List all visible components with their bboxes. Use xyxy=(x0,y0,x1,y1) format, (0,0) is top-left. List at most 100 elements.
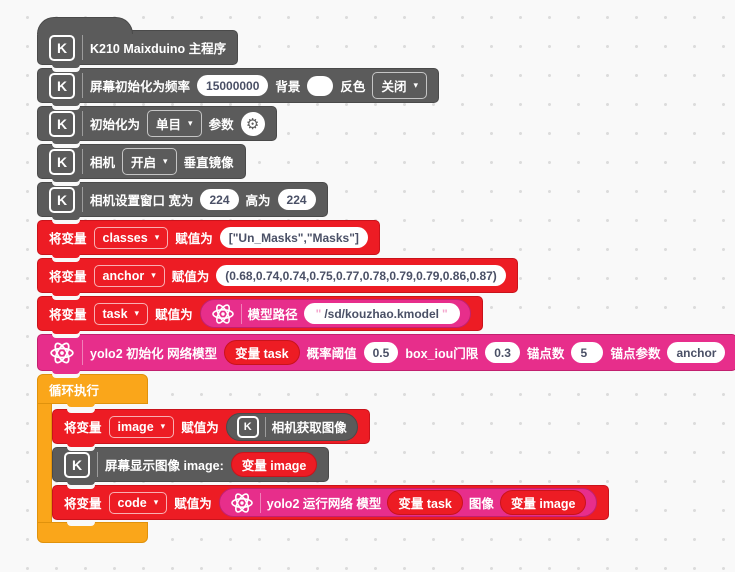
frequency-field[interactable]: 15000000 xyxy=(197,75,269,96)
block-label: 将变量 xyxy=(64,497,102,511)
divider xyxy=(82,187,83,212)
camera-capture-reporter[interactable]: 相机获取图像 xyxy=(225,412,358,441)
block-label: box_iou门限 xyxy=(405,347,479,361)
block-display-image[interactable]: 屏幕显示图像 image: 变量 image xyxy=(52,447,330,485)
k210-logo-icon xyxy=(49,148,75,175)
variable-dropdown[interactable]: anchor xyxy=(93,264,165,287)
block-label: 参数 xyxy=(208,118,234,132)
variable-image-pill[interactable]: 变量 image xyxy=(499,490,587,515)
block-screen-init[interactable]: 屏幕初始化为频率 15000000 背景 反色 关闭 xyxy=(37,68,439,106)
block-camera-window[interactable]: 相机设置窗口 宽为 224 高为 224 xyxy=(37,182,328,220)
probability-field[interactable]: 0.5 xyxy=(363,342,399,363)
chevron-down-icon xyxy=(413,81,418,90)
loop-header[interactable]: 循环执行 xyxy=(37,374,148,407)
variable-dropdown[interactable]: code xyxy=(108,491,168,514)
divider xyxy=(240,303,242,324)
block-label: 锚点数 xyxy=(526,347,565,361)
block-label: yolo2 初始化 网络模型 xyxy=(90,347,218,361)
divider xyxy=(259,492,261,513)
dropdown-value: classes xyxy=(102,230,148,245)
k210-logo-icon xyxy=(49,186,75,213)
chevron-down-icon xyxy=(155,233,160,242)
block-label: K210 Maixduino 主程序 xyxy=(90,42,227,56)
block-init-mode[interactable]: 初始化为 单目 参数 xyxy=(37,106,277,144)
chevron-down-icon xyxy=(188,119,193,128)
variable-dropdown[interactable]: task xyxy=(93,302,149,325)
k210-logo-icon xyxy=(49,110,75,137)
divider xyxy=(82,111,83,136)
block-label: 屏幕显示图像 image: xyxy=(105,459,224,473)
block-label: 将变量 xyxy=(49,232,87,246)
block-label: 反色 xyxy=(340,80,366,94)
divider xyxy=(82,149,83,174)
camera-state-dropdown[interactable]: 开启 xyxy=(122,148,177,175)
variable-dropdown[interactable]: image xyxy=(108,415,175,438)
block-label: 模型路径 xyxy=(247,308,298,322)
block-camera-toggle[interactable]: 相机 开启 垂直镜像 xyxy=(37,144,246,182)
classes-value-field[interactable]: ["Un_Masks","Masks"] xyxy=(219,227,368,248)
loop-spine xyxy=(37,404,52,522)
anchor-count-field[interactable]: 5 xyxy=(571,342,604,363)
k210-logo-icon xyxy=(49,34,75,61)
color-swatch[interactable] xyxy=(307,75,334,96)
block-label: 赋值为 xyxy=(155,308,193,322)
divider xyxy=(97,452,98,477)
ai-atom-icon xyxy=(50,339,74,366)
block-main-program[interactable]: K210 Maixduino 主程序 xyxy=(37,17,239,68)
dropdown-value: code xyxy=(117,495,147,510)
block-label: 初始化为 xyxy=(90,118,141,132)
height-field[interactable]: 224 xyxy=(277,189,316,210)
variable-image-pill[interactable]: 变量 image xyxy=(230,452,318,477)
dropdown-value: 单目 xyxy=(156,118,182,132)
variable-task-pill[interactable]: 变量 task xyxy=(387,490,463,515)
block-label: 赋值为 xyxy=(171,270,210,284)
model-path-reporter[interactable]: 模型路径 " /sd/kouzhao.kmodel " xyxy=(199,299,471,328)
block-label: 相机获取图像 xyxy=(271,421,347,435)
block-set-variable-classes[interactable]: 将变量 classes 赋值为 ["Un_Masks","Masks"] xyxy=(37,220,380,258)
block-label: 赋值为 xyxy=(181,421,219,435)
mode-dropdown[interactable]: 单目 xyxy=(147,110,202,137)
block-label: 循环执行 xyxy=(49,383,100,398)
dropdown-value: task xyxy=(102,306,128,321)
divider xyxy=(82,35,83,60)
variable-task-pill[interactable]: 变量 task xyxy=(224,340,300,365)
block-set-variable-code[interactable]: 将变量 code 赋值为 yolo2 运行网络 模型 变量 task 图像 变量… xyxy=(52,485,610,520)
dropdown-value: image xyxy=(117,419,154,434)
gear-icon[interactable] xyxy=(240,111,265,136)
block-set-variable-anchor[interactable]: 将变量 anchor 赋值为 (0.68,0.74,0.74,0.75,0.77… xyxy=(37,258,518,296)
k210-logo-icon xyxy=(49,72,75,99)
anchor-value-field[interactable]: (0.68,0.74,0.74,0.75,0.77,0.78,0.79,0.79… xyxy=(216,265,506,286)
k210-logo-icon xyxy=(236,415,259,438)
dropdown-value: 关闭 xyxy=(381,80,407,94)
invert-dropdown[interactable]: 关闭 xyxy=(372,72,427,99)
chevron-down-icon xyxy=(154,498,159,507)
k210-logo-icon xyxy=(64,451,90,478)
box-iou-field[interactable]: 0.3 xyxy=(485,342,520,363)
quote-mark: " xyxy=(315,306,322,321)
ai-atom-icon xyxy=(211,301,234,326)
loop-footer[interactable] xyxy=(37,522,148,543)
block-set-variable-task[interactable]: 将变量 task 赋值为 模型路径 " /sd/kouzhao.kmodel " xyxy=(37,296,483,334)
blockly-workspace: K210 Maixduino 主程序 屏幕初始化为频率 15000000 背景 … xyxy=(0,0,735,543)
dropdown-value: anchor xyxy=(102,268,145,283)
block-label: 赋值为 xyxy=(174,497,212,511)
dropdown-value: 开启 xyxy=(131,156,157,170)
block-label: 概率阈值 xyxy=(306,347,357,361)
divider xyxy=(82,340,83,365)
block-loop-forever[interactable]: 循环执行 将变量 image 赋值为 相机获取图像 xyxy=(37,374,610,543)
variable-dropdown[interactable]: classes xyxy=(93,226,169,249)
block-label: 图像 xyxy=(468,497,494,511)
block-label: yolo2 运行网络 模型 xyxy=(266,497,382,511)
block-yolo2-init[interactable]: yolo2 初始化 网络模型 变量 task 概率阈值 0.5 box_iou门… xyxy=(37,334,735,374)
chevron-down-icon xyxy=(135,309,140,318)
chevron-down-icon xyxy=(151,271,156,280)
model-path-field[interactable]: " /sd/kouzhao.kmodel " xyxy=(303,303,460,324)
yolo2-run-reporter[interactable]: yolo2 运行网络 模型 变量 task 图像 变量 image xyxy=(218,488,598,517)
width-field[interactable]: 224 xyxy=(200,189,239,210)
block-label: 将变量 xyxy=(49,270,87,284)
block-set-variable-image[interactable]: 将变量 image 赋值为 相机获取图像 xyxy=(52,409,370,447)
anchor-param-field[interactable]: anchor xyxy=(667,342,726,363)
chevron-down-icon xyxy=(163,157,168,166)
block-label: 屏幕初始化为频率 xyxy=(90,80,191,94)
divider xyxy=(264,416,266,437)
